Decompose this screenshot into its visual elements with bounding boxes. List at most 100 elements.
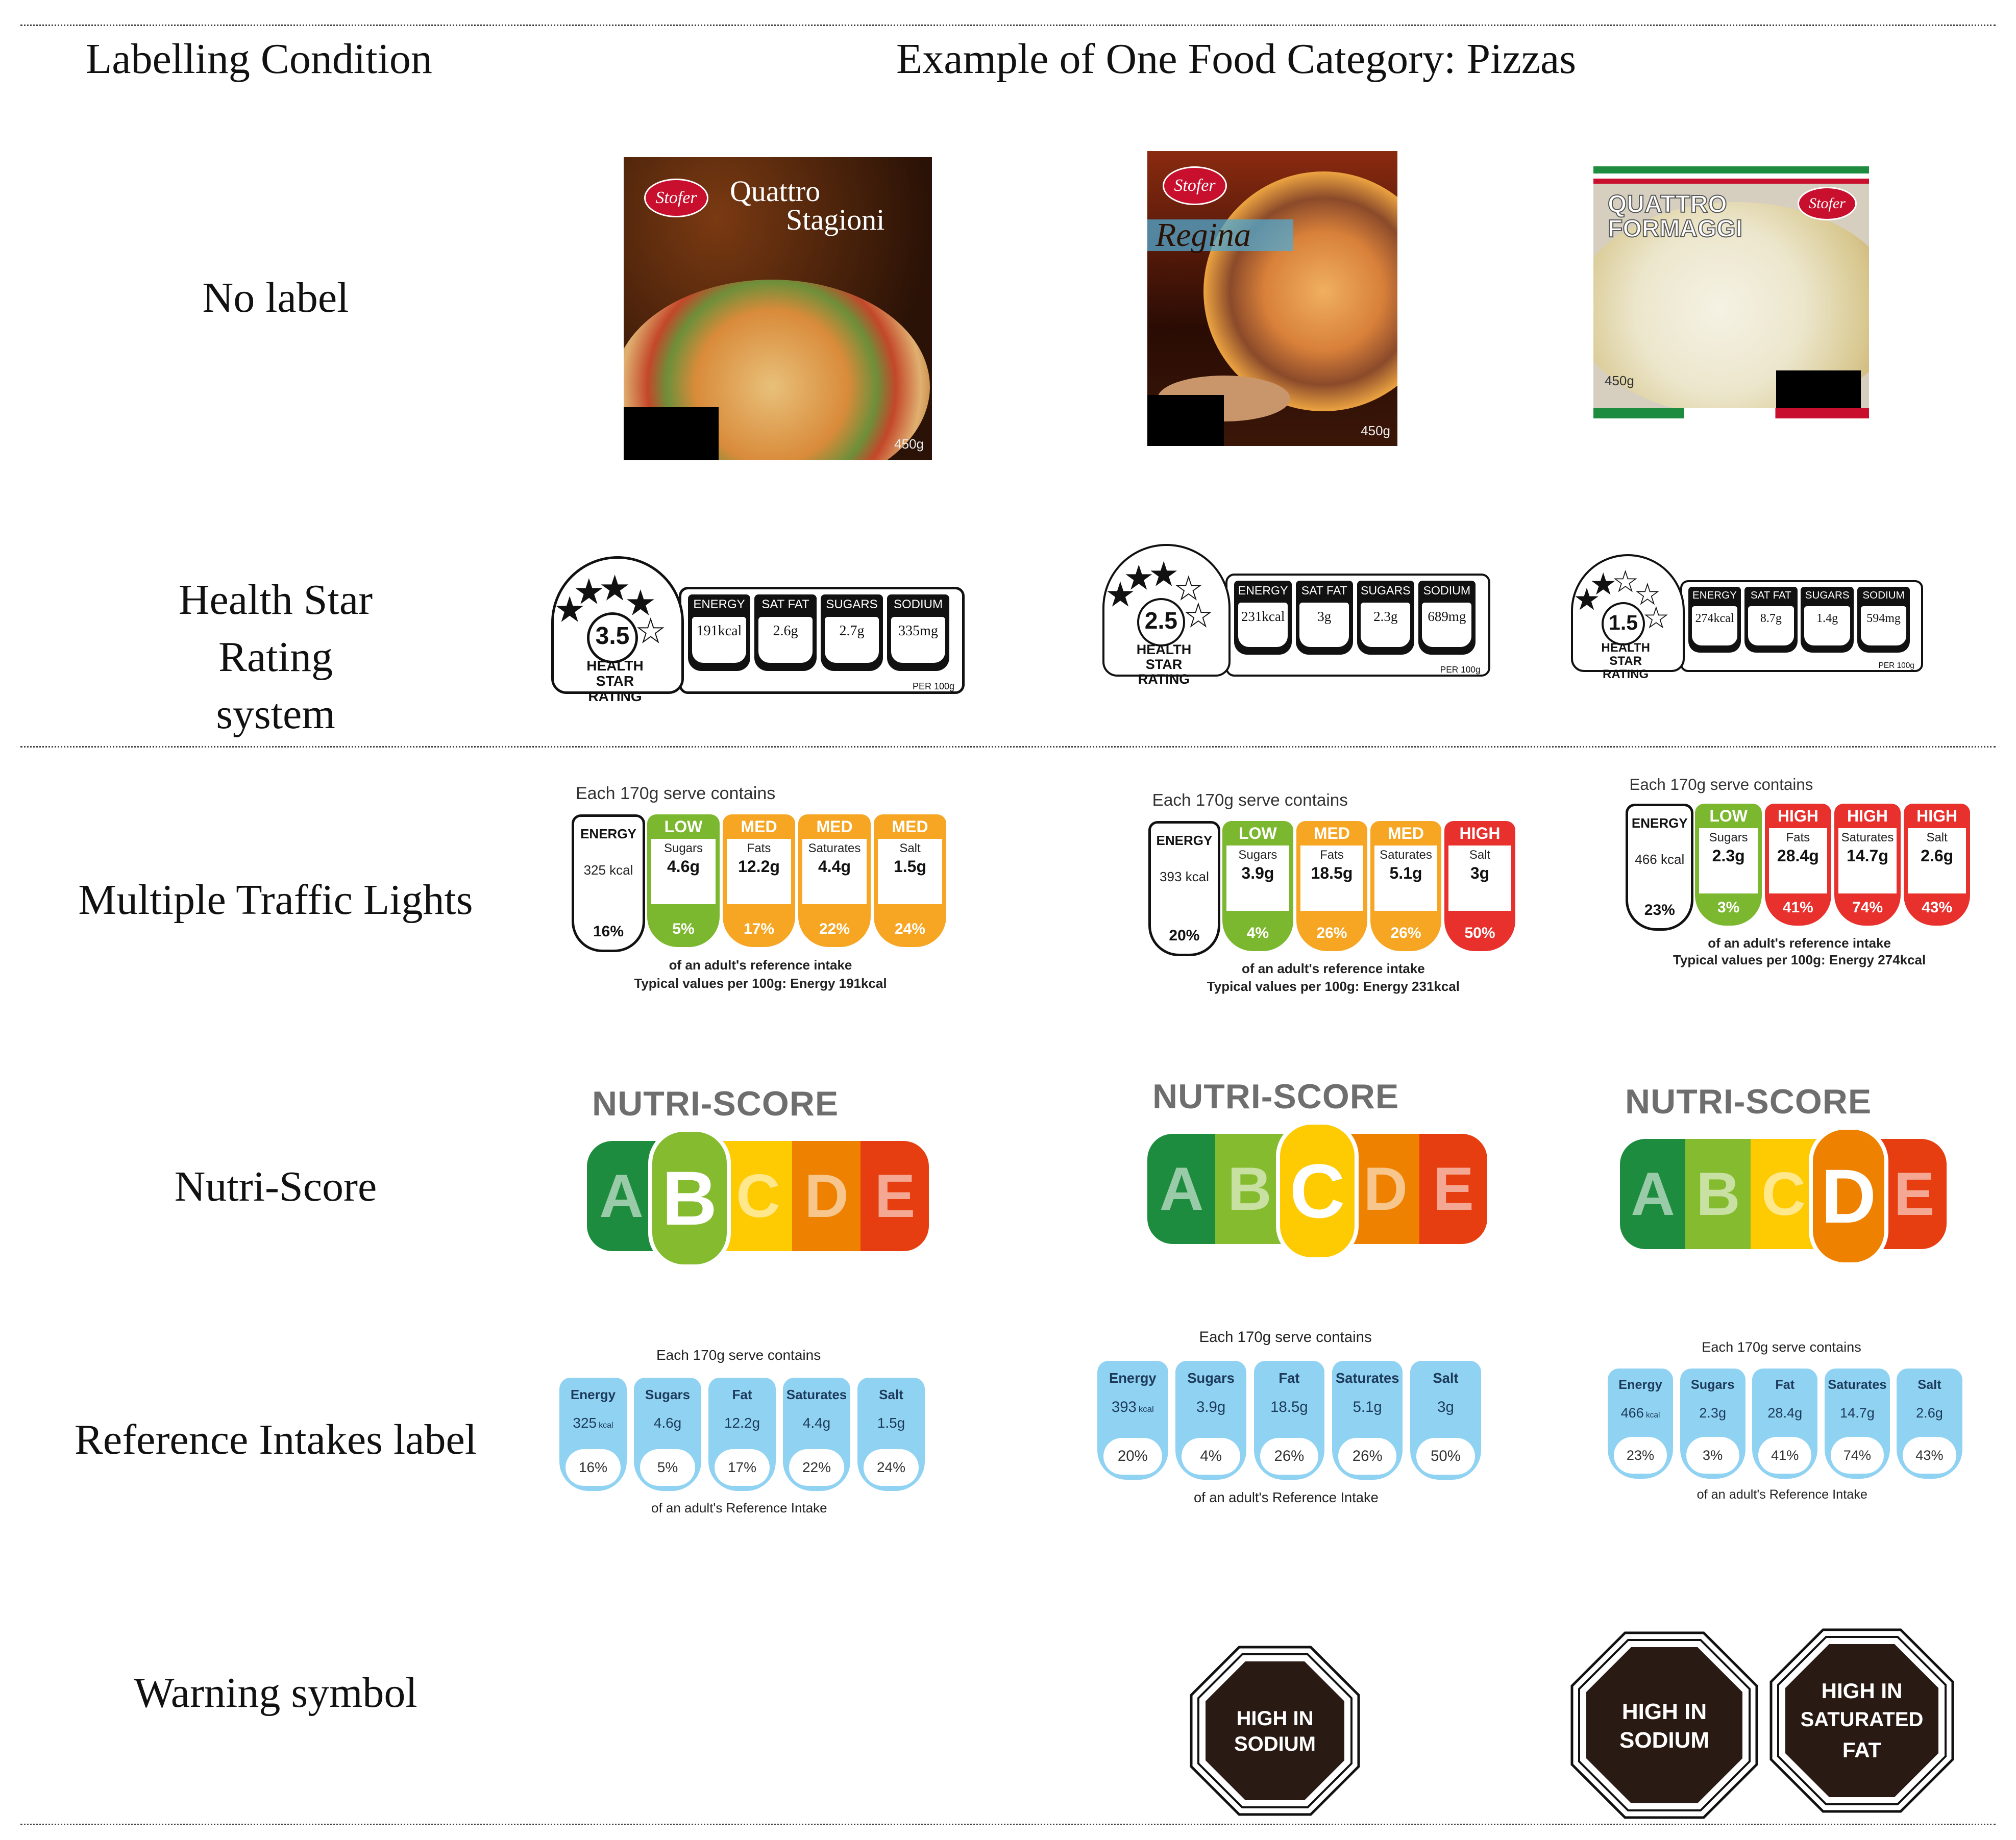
hsr-nutrient-value: 274kcal [1691, 606, 1738, 646]
hsr-nutrient-cell: SUGARS 1.4g [1801, 587, 1854, 653]
ri-nutrient-name: Salt [879, 1387, 903, 1402]
mtl-nutrient-name: Salt [1469, 848, 1491, 862]
warning-satfat-l1: HIGH IN [1821, 1679, 1903, 1703]
filled-star-icon: ★ [1574, 584, 1599, 615]
octagon-icon [1570, 1631, 1758, 1819]
ri-nutrient-pct: 22% [789, 1449, 844, 1486]
hsr-per: PER 100g [1440, 664, 1481, 675]
mtl-energy-pct: 16% [593, 923, 624, 940]
ri-nutrient-name: Energy [570, 1387, 616, 1402]
empty-star-icon: ★ [626, 584, 655, 622]
empty-star-icon: ★ [1174, 571, 1203, 607]
nutri-score-selected: B [648, 1128, 731, 1269]
mtl-nutrient-name: Sugars [1709, 831, 1748, 845]
mtl-nutrient-name: Salt [1926, 831, 1948, 845]
nutri-score-bar: ABCDE [587, 1141, 929, 1251]
mtl-inner: Salt 2.6g [1907, 828, 1966, 894]
ri-nutrient-name: Energy [1618, 1378, 1662, 1393]
ri-nutrient-pct: 3% [1686, 1436, 1739, 1474]
mtl-nutrient-name: Salt [899, 841, 921, 855]
nutri-score-label: NUTRI-SCOREABCDEB [587, 1084, 929, 1273]
labelling-condition-header: Labelling Condition [86, 35, 432, 83]
mtl-nutrient-value: 1.5g [893, 857, 927, 876]
mtl-nutrient-pct: 3% [1717, 899, 1740, 916]
ri-nutrient-value: 1.5g [877, 1415, 905, 1431]
hsr-nutrient-name: SODIUM [1862, 589, 1905, 602]
octagon-icon [1769, 1628, 1954, 1813]
ri-nutrient-pct: 16% [566, 1449, 621, 1486]
hsr-nutrient-name: ENERGY [1238, 584, 1288, 598]
mtl-footer-1: of an adult's reference intake [1242, 961, 1425, 977]
ri-nutrient-pct: 4% [1182, 1438, 1240, 1475]
hsr-nutrient-value: 2.7g [825, 617, 879, 663]
hsr-per: PER 100g [912, 681, 954, 691]
mtl-nutrient-value: 14.7g [1847, 847, 1888, 865]
ri-nutrient-name: Energy [1109, 1370, 1157, 1386]
bottom-rule [20, 1824, 1996, 1825]
hsr-nutrient-value: 1.4g [1804, 606, 1851, 646]
condition-hsr-text: Health Star Rating system [178, 576, 373, 738]
mtl-footer-1: of an adult's reference intake [669, 957, 852, 973]
mtl-energy-value: 466 kcal [1635, 852, 1685, 867]
nutri-score-selected: C [1276, 1121, 1359, 1261]
mtl-caption: Each 170g serve contains [576, 784, 776, 803]
mtl-nutrient-pct: 5% [672, 921, 695, 937]
octagon-icon [1190, 1646, 1360, 1816]
mtl-level: MED [1387, 824, 1424, 842]
mtl-energy-value: 393 kcal [1160, 868, 1209, 884]
hsr-nutrient-value: 594mg [1860, 606, 1907, 646]
ri-nutrient-pct: 43% [1903, 1436, 1956, 1474]
mtl-energy-label: ENERGY [1631, 815, 1688, 831]
hsr-nutrient-name: SUGARS [1805, 589, 1850, 602]
nutri-score-title: NUTRI-SCORE [1152, 1077, 1399, 1116]
mtl-footer-2: Typical values per 100g: Energy 191kcal [634, 976, 887, 991]
empty-star-icon: ★ [1635, 578, 1660, 610]
mtl-level: LOW [664, 817, 703, 836]
pizza-weight-3: 450g [1605, 373, 1634, 388]
ri-nutrient-value: 5.1g [1353, 1399, 1382, 1415]
pizza-box-1: Stofer Quattro Stagioni 450g [624, 157, 932, 460]
ri-nutrient-name: Fat [732, 1387, 752, 1402]
ri-footer: of an adult's Reference Intake [1194, 1489, 1379, 1505]
ri-nutrient-value: 3g [1437, 1399, 1454, 1415]
hsr-nutrient-name: SODIUM [894, 598, 943, 611]
nutri-score-segment: B [1215, 1134, 1284, 1244]
mtl-nutrient-value: 2.6g [1921, 847, 1954, 865]
mtl-nutrient-pct: 41% [1782, 899, 1813, 916]
hsr-caption: HEALTH STAR RATING [1136, 641, 1192, 687]
pizza-name-3b: FORMAGGI [1607, 215, 1743, 242]
hsr-nutrient-name: SUGARS [1360, 584, 1411, 598]
mtl-caption: Each 170g serve contains [1629, 776, 1813, 793]
redaction-1 [624, 407, 719, 460]
condition-warning: Warning symbol [134, 1669, 417, 1717]
hsr-nutrient-name: SAT FAT [1750, 589, 1791, 602]
warning-sodium-2: HIGH IN SODIUM [1570, 1631, 1759, 1820]
nutri-score-segment: A [587, 1141, 656, 1251]
ri-nutrient-name: Sugars [645, 1387, 691, 1402]
ri-nutrient-name: Saturates [1828, 1378, 1887, 1393]
mtl-level: MED [1313, 824, 1350, 842]
brand-logo-2: Stofer [1163, 166, 1227, 205]
condition-ri: Reference Intakes label [74, 1416, 477, 1463]
hsr-nutrient-name: SODIUM [1423, 584, 1471, 598]
